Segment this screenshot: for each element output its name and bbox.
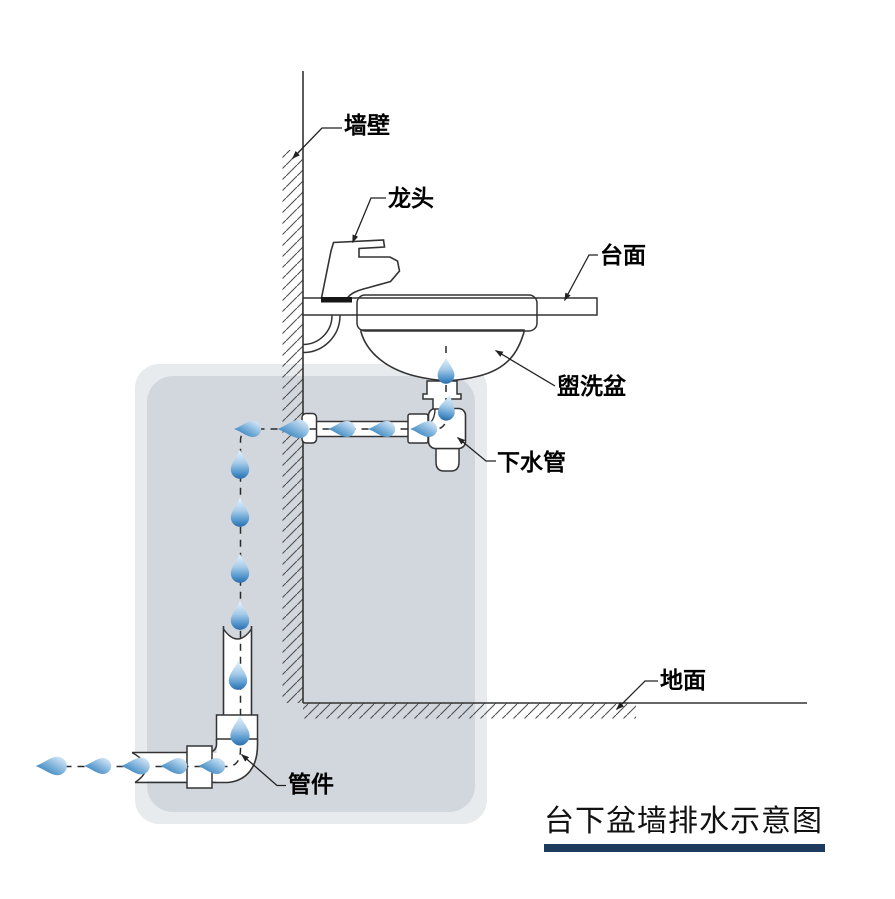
diagram-title-block: 台下盆墙排水示意图 [544, 796, 825, 852]
leader-faucet [351, 197, 386, 243]
trap-cup [435, 447, 460, 472]
diagram-title: 台下盆墙排水示意图 [544, 805, 823, 838]
faucet-base-plate [321, 297, 352, 303]
water-droplet [84, 758, 112, 774]
elbow-fill [216, 739, 258, 783]
riser-pipe-opening [222, 628, 253, 640]
label-fitting: 管件 [288, 772, 334, 797]
leader-basin [495, 349, 556, 387]
leader-ground [616, 680, 658, 710]
label-wall: 墙壁 [344, 113, 390, 138]
leader-wall [292, 127, 342, 159]
leader-fitting [241, 754, 286, 787]
water-droplet [35, 756, 67, 776]
flow-dashed-path [40, 346, 447, 768]
title-underline [544, 844, 825, 852]
label-drain-pipe: 下水管 [497, 450, 566, 475]
faucet-supply-tube [302, 315, 341, 354]
riser-pipe [222, 626, 253, 715]
leader-drain-pipe [457, 436, 496, 462]
leader-countertop [563, 254, 598, 301]
label-faucet: 龙头 [388, 186, 434, 211]
countertop-shape [302, 297, 598, 316]
label-countertop: 台面 [600, 243, 646, 268]
leader-lines [241, 127, 658, 787]
label-ground: 地面 [660, 668, 706, 693]
basin-rim [356, 294, 538, 332]
water-droplet [121, 757, 150, 775]
elbow-outer-edge [135, 739, 259, 784]
label-basin: 盥洗盆 [557, 374, 626, 399]
ground-hatch [303, 703, 636, 719]
faucet-shape [320, 239, 401, 299]
